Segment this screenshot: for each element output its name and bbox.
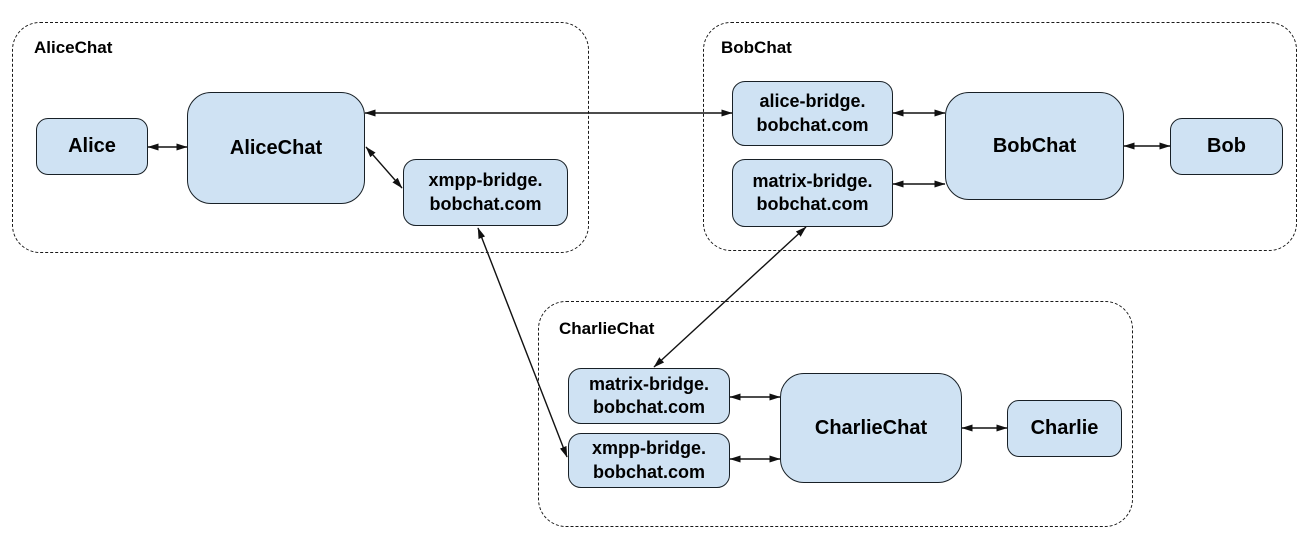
group-charliechat-label: CharlieChat [559,319,655,338]
node-alice-bridge-bobchat: alice-bridge. bobchat.com [732,81,893,146]
node-charlie: Charlie [1007,400,1122,457]
node-alice-label: Alice [68,135,116,157]
group-alicechat-label: AliceChat [34,38,113,57]
group-bobchat: BobChat [703,22,1297,251]
node-xmpp-bridge-charliechat: xmpp-bridge. bobchat.com [568,433,730,488]
group-alicechat: AliceChat [12,22,589,253]
node-charlie-label: Charlie [1030,417,1099,439]
node-alice: Alice [36,118,148,175]
node-alicechat-server-label: AliceChat [229,136,323,159]
node-matrix-bridge-charliechat-label: matrix-bridge. bobchat.com [588,373,710,417]
node-matrix-bridge-bobchat: matrix-bridge. bobchat.com [732,159,893,227]
node-matrix-bridge-charliechat: matrix-bridge. bobchat.com [568,368,730,424]
node-charliechat-server: CharlieChat [780,373,962,483]
node-bob-label: Bob [1207,135,1246,157]
node-bobchat-server: BobChat [945,92,1124,200]
group-bobchat-label: BobChat [721,38,792,57]
node-matrix-bridge-bobchat-label: matrix-bridge. bobchat.com [752,170,873,214]
node-alice-bridge-bobchat-label: alice-bridge. bobchat.com [756,91,869,135]
node-bob: Bob [1170,118,1283,175]
node-bobchat-server-label: BobChat [992,134,1077,157]
node-xmpp-bridge-alicechat-label: xmpp-bridge. bobchat.com [428,170,543,214]
node-xmpp-bridge-charliechat-label: xmpp-bridge. bobchat.com [591,438,706,482]
node-alicechat-server: AliceChat [187,92,365,204]
node-charliechat-server-label: CharlieChat [814,416,928,439]
node-xmpp-bridge-alicechat: xmpp-bridge. bobchat.com [403,159,568,226]
